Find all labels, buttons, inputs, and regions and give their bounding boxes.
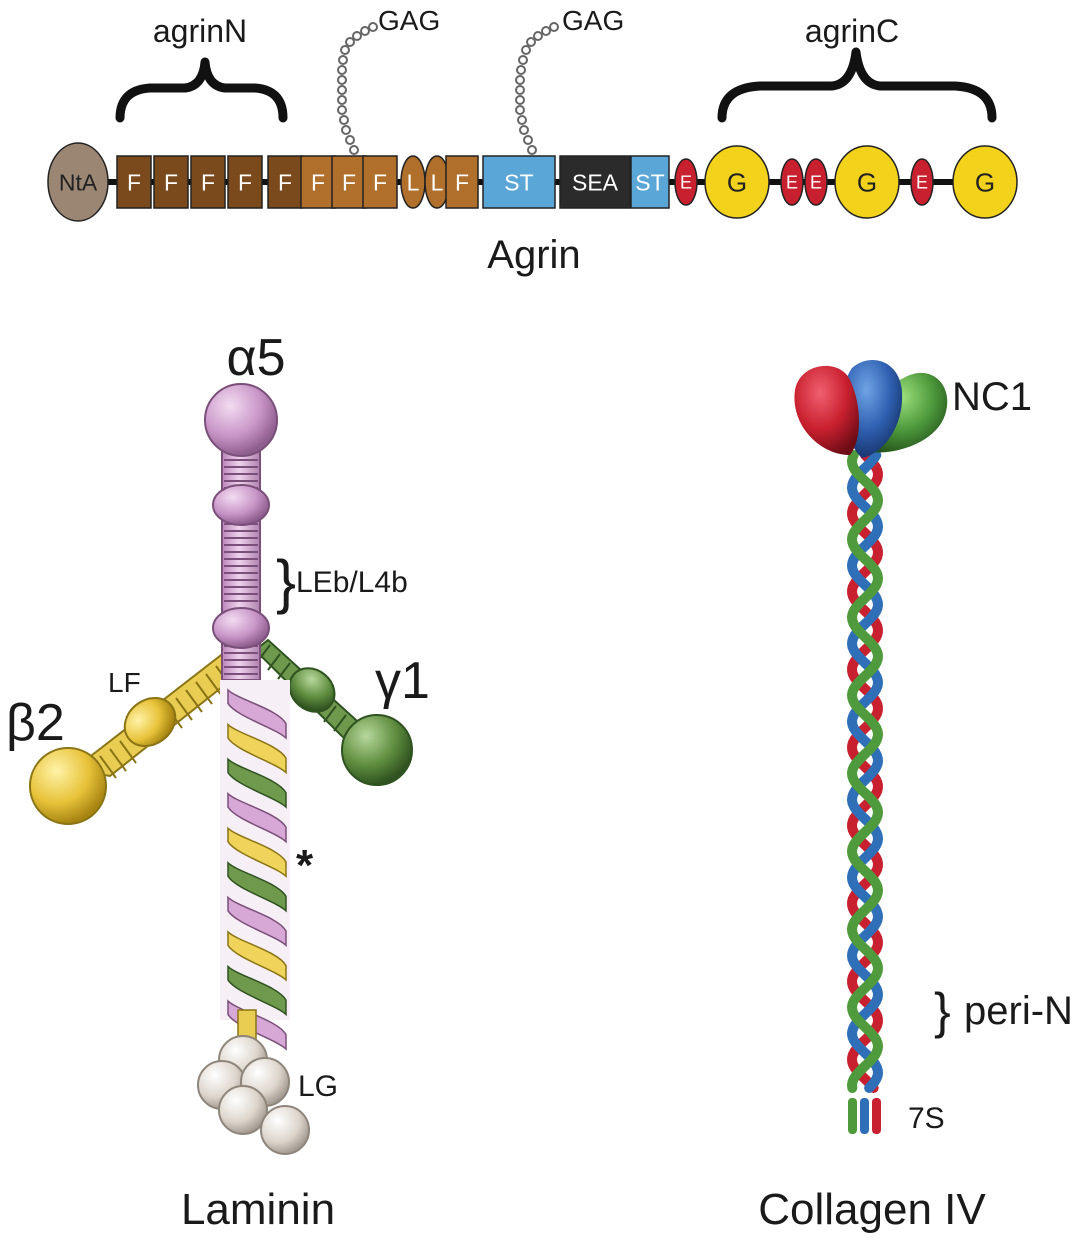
collagen-iv-title: Collagen IV xyxy=(758,1185,986,1234)
alpha5-ln-domain xyxy=(204,383,278,457)
beta2-ln-domain xyxy=(29,747,107,825)
nc1-label: NC1 xyxy=(952,375,1032,419)
agrin-n-bracket xyxy=(115,57,288,123)
laminin-lg-domains xyxy=(197,1035,310,1155)
lf-label: LF xyxy=(108,667,141,698)
collagen-triple-helix xyxy=(846,450,884,1093)
beta2-arm xyxy=(29,650,243,825)
alpha5-globule-lower xyxy=(212,607,270,649)
agrin-c-label: agrinC xyxy=(805,13,899,49)
agrin-domain-label: F xyxy=(278,169,292,195)
agrin-domain-label: F xyxy=(164,169,178,195)
collagen-strand xyxy=(846,450,884,1093)
alpha5-label: α5 xyxy=(227,329,286,387)
agrin-domain-label: E xyxy=(810,172,822,192)
agrin-domain-l-9: L xyxy=(400,155,426,209)
agrin-domain-label: ST xyxy=(635,169,664,195)
agrin-domain-f-7: F xyxy=(331,155,367,209)
agrin-domain-label: F xyxy=(373,169,387,195)
agrin-domain-label: L xyxy=(407,169,420,195)
agrin-domain-label: F xyxy=(238,169,252,195)
agrin-domain-g-21: G xyxy=(952,145,1018,219)
agrin-domain-label: NtA xyxy=(59,169,98,195)
agrin-domain-label: F xyxy=(342,169,356,195)
collagen-7s-domain xyxy=(848,1098,881,1134)
gag-label-2: GAG xyxy=(562,5,624,36)
lg-label: LG xyxy=(298,1070,338,1103)
agrin-domain-st-14: ST xyxy=(630,155,670,209)
agrin-domain-label: SEA xyxy=(572,169,619,195)
agrin-domain-label: L xyxy=(431,169,444,195)
alpha5-arm xyxy=(204,383,278,681)
laminin-diagram: α5 β2 γ1 } LEb/L4b LF LG * Laminin xyxy=(6,329,430,1234)
leb-label: LEb/L4b xyxy=(296,566,408,599)
agrin-domain-f-1: F xyxy=(116,155,152,209)
laminin-title: Laminin xyxy=(181,1185,335,1234)
agrin-domain-label: G xyxy=(975,167,995,197)
agrin-c-bracket xyxy=(717,47,997,123)
agrin-domain-f-2: F xyxy=(153,155,189,209)
agrin-domain-label: ST xyxy=(504,169,533,195)
agrin-domain-f-4: F xyxy=(227,155,263,209)
agrin-domain-e-15: E xyxy=(674,158,698,206)
gamma1-arm xyxy=(253,638,413,786)
agrin-domain-label: F xyxy=(201,169,215,195)
agrin-domain-label: E xyxy=(916,172,928,192)
agrin-domain-f-5: F xyxy=(267,155,303,209)
agrin-domain-f-6: F xyxy=(300,155,336,209)
gag-label-1: GAG xyxy=(378,5,440,36)
agrin-domain-label: F xyxy=(455,169,469,195)
agrin-domain-g-16: G xyxy=(704,145,770,219)
agrin-domain-label: F xyxy=(311,169,325,195)
7s-label: 7S xyxy=(908,1102,945,1135)
agrin-domain-f-3: F xyxy=(190,155,226,209)
agrin-domain-st-12: ST xyxy=(482,155,556,209)
agrin-domain-label: E xyxy=(786,172,798,192)
agrin-domain-e-20: E xyxy=(910,158,934,206)
agrin-domain-label: G xyxy=(857,167,877,197)
agrin-domain-label: F xyxy=(127,169,141,195)
gag-chain-1 xyxy=(337,22,378,155)
agrin-title: Agrin xyxy=(487,233,580,277)
gamma1-label: γ1 xyxy=(375,652,430,710)
agrin-domain-g-19: G xyxy=(834,145,900,219)
gamma1-lf-globule xyxy=(288,667,336,713)
agrin-n-label: agrinN xyxy=(153,13,247,49)
gag-chain-2 xyxy=(515,22,559,155)
collagen-nc1-domain xyxy=(794,360,948,458)
peri-n-bracket: } xyxy=(934,983,951,1039)
beta2-label: β2 xyxy=(6,694,65,752)
coil-star-marker: * xyxy=(296,841,314,890)
agrin-domain-f-8: F xyxy=(362,155,398,209)
agrin-domain-label: E xyxy=(680,172,692,192)
collagen-iv-diagram: NC1 } peri-N 7S Collagen IV xyxy=(758,360,1073,1234)
agrin-domain-nta-0: NtA xyxy=(47,142,109,222)
leb-bracket-label: } xyxy=(276,548,296,615)
peri-n-label: peri-N xyxy=(964,989,1073,1033)
beta2-lf-globule xyxy=(123,696,177,748)
agrin-domain-sea-13: SEA xyxy=(559,155,631,209)
alpha5-globule-upper xyxy=(212,484,270,526)
agrin-domain-label: G xyxy=(727,167,747,197)
agrin-domain-f-11: F xyxy=(445,155,479,209)
agrin-domain-e-18: E xyxy=(804,158,828,206)
laminin-coiled-coil xyxy=(220,680,290,1061)
agrin-domain-e-17: E xyxy=(780,158,804,206)
gamma1-ln-domain xyxy=(341,714,413,786)
